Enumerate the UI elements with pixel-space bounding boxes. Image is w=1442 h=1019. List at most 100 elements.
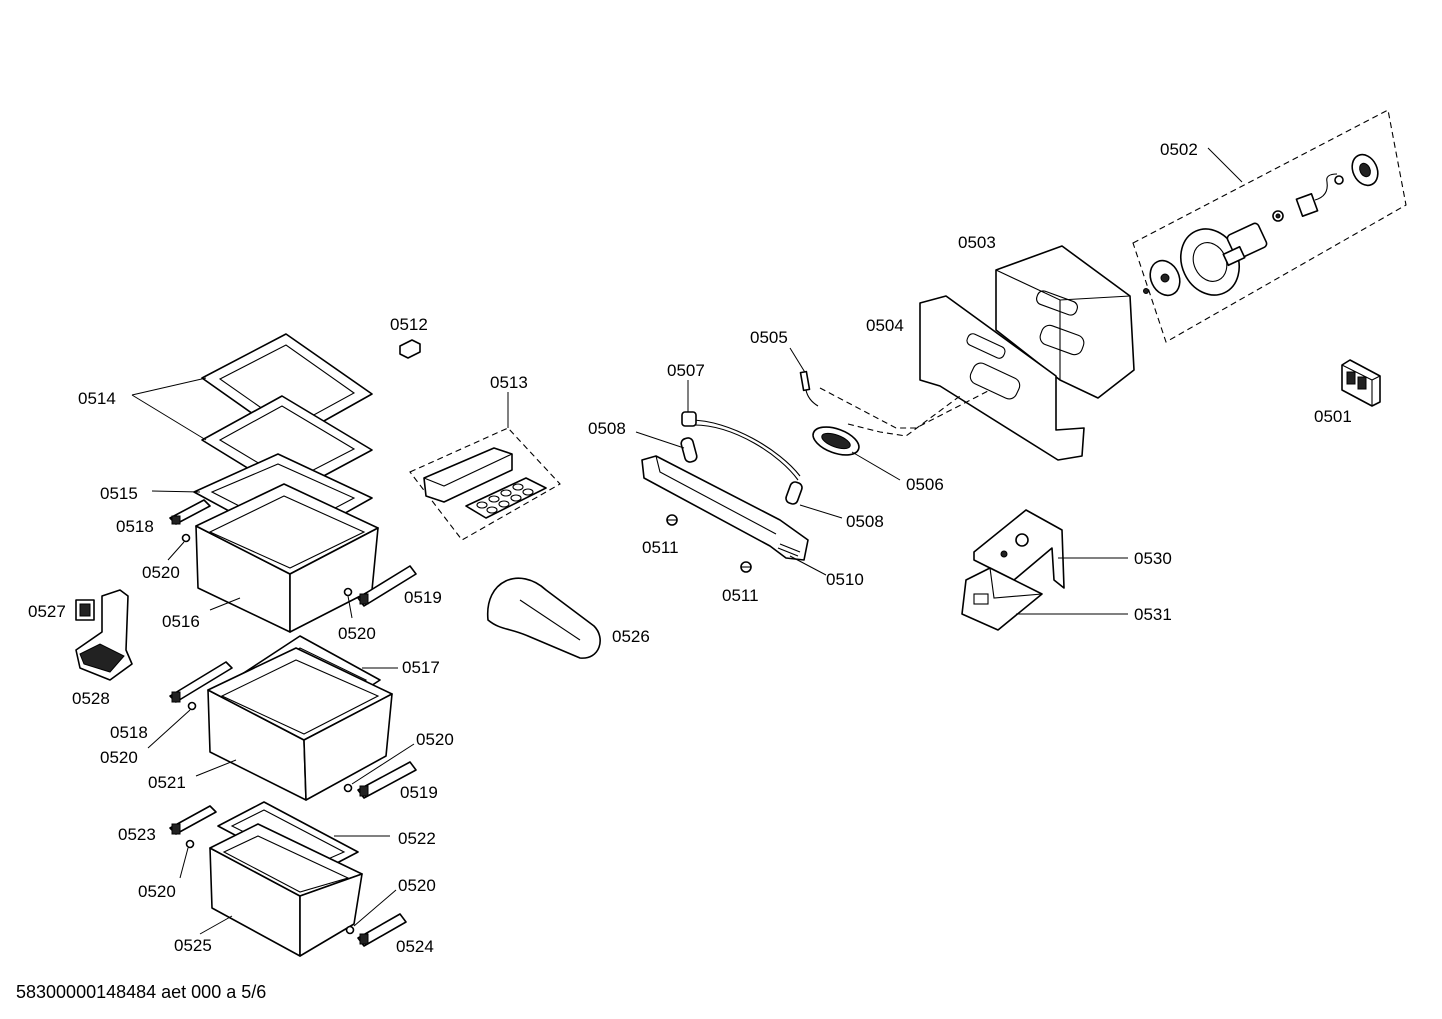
label-0520-middle-left: 0520: [100, 748, 138, 767]
top-drawer-inner: [208, 495, 366, 569]
filter-cap-grid: [79, 603, 91, 617]
label-0511-b: 0511: [722, 586, 759, 605]
leader-0515: [151, 490, 201, 493]
label-0523: 0523: [118, 825, 156, 844]
duct-cover-hole: [1015, 533, 1029, 547]
wire-connector: [681, 411, 697, 427]
right-rail-end-bottom: [359, 933, 369, 945]
egg-tray-outline: [409, 427, 561, 541]
fan-assembly-group: 0502: [1132, 109, 1407, 343]
leader-0516: [209, 597, 241, 611]
lamp-cover-group: 0506: [812, 426, 944, 494]
label-0520-bottom-right: 0520: [398, 876, 436, 895]
washer-hole: [1275, 213, 1281, 219]
label-0522: 0522: [398, 829, 436, 848]
dispenser-grille: [79, 643, 125, 673]
duct-channel-edge: [989, 567, 1043, 599]
bottom-drawer-side: [299, 873, 363, 957]
fan-screw: [1143, 288, 1149, 294]
light-housing-edge: [655, 455, 777, 535]
label-0528: 0528: [72, 689, 110, 708]
drawing-reference: 58300000148484 aet 000 a 5/6: [16, 982, 266, 1002]
label-0520-middle-right: 0520: [416, 730, 454, 749]
leader-0520-middle-right: [351, 743, 415, 785]
fan-assembly-outline: [1132, 109, 1407, 343]
middle-drawer-group: 0517 0521: [148, 635, 440, 801]
right-rail-end-middle: [359, 785, 369, 797]
label-0517: 0517: [402, 658, 440, 677]
duct-seal-group: 0526: [487, 577, 650, 659]
air-duct-slot: [519, 599, 581, 641]
screw-0520-middle-right: [343, 783, 353, 793]
leader-0525: [199, 915, 233, 935]
label-0520-bottom-left: 0520: [138, 882, 176, 901]
housing-vent: [1039, 324, 1085, 356]
label-0510: 0510: [826, 570, 864, 589]
leader-0510: [789, 555, 827, 576]
egg-tray: [465, 477, 547, 519]
duct-group: 0530 0531: [961, 509, 1172, 631]
sensor-wire: [805, 389, 819, 407]
motor-wire: [1314, 173, 1338, 201]
duct-cover-pin: [1000, 550, 1008, 558]
fan-housing: [995, 245, 1135, 399]
duct-channel: [961, 567, 1043, 631]
fan-hub: [1160, 273, 1170, 283]
screw-0520-bottom-right: [345, 925, 355, 935]
lamp-wiring-group: 0507 0508 0508: [588, 361, 884, 531]
duct-cover: [973, 509, 1065, 589]
connector-path: [847, 395, 961, 437]
lamp-socket-right: [785, 481, 803, 505]
label-0512: 0512: [390, 315, 428, 334]
screw-0520-middle-left: [187, 701, 197, 711]
lamp-socket-left: [680, 437, 698, 463]
label-0513: 0513: [490, 373, 528, 392]
bottom-drawer-inner: [222, 835, 350, 893]
egg-cup: [512, 483, 524, 491]
egg-cup: [476, 501, 488, 509]
label-0505: 0505: [750, 328, 788, 347]
label-0514: 0514: [78, 389, 116, 408]
label-0531: 0531: [1134, 605, 1172, 624]
leader-0502: [1207, 147, 1243, 183]
temperature-sensor: [799, 370, 811, 392]
middle-right-rail-group: 0519 0520: [343, 730, 454, 802]
label-0520-top-right: 0520: [338, 624, 376, 643]
right-rail-end-top: [359, 593, 369, 605]
label-0520-top-left: 0520: [142, 563, 180, 582]
rear-panel-slot: [966, 333, 1006, 359]
lamp-cover-lens: [821, 432, 851, 450]
rear-grille-center: [1359, 162, 1371, 178]
bottom-left-rail-group: 0523 0520: [118, 805, 217, 901]
label-0502: 0502: [1160, 140, 1198, 159]
label-0518-middle: 0518: [110, 723, 148, 742]
duct-channel-port: [973, 593, 989, 605]
leader-0514-a: [131, 377, 207, 396]
housing-vent-top: [1036, 290, 1078, 316]
top-right-rail-group: 0519 0520: [338, 565, 442, 643]
label-0518-top: 0518: [116, 517, 154, 536]
air-duct: [487, 577, 601, 659]
leader-0520-top-left: [167, 541, 185, 561]
leader-0520-top-right: [347, 595, 353, 619]
switch-button-2: [1357, 376, 1367, 390]
lamp-wire-2: [693, 424, 799, 481]
egg-cup: [500, 489, 512, 497]
leader-0520-bottom-left: [179, 847, 189, 879]
bottom-drawer-group: 0522 0525: [174, 801, 436, 957]
label-0521: 0521: [148, 773, 186, 792]
sensor-path: [819, 387, 991, 429]
leader-0520-bottom-right: [353, 889, 397, 927]
rear-panel: [919, 295, 1085, 461]
label-0508-left: 0508: [588, 419, 626, 438]
middle-left-rail-group: 0518 0520: [100, 661, 233, 767]
leader-0520-middle-left: [147, 709, 191, 749]
sensor-group: 0505: [750, 328, 991, 437]
bottom-right-rail-group: 0524 0520: [345, 876, 436, 956]
motor-bracket: [1222, 245, 1246, 267]
middle-drawer-inner: [220, 659, 380, 735]
screw-0520-top-right: [343, 587, 353, 597]
egg-cup: [510, 494, 522, 502]
egg-cups: [476, 483, 534, 514]
